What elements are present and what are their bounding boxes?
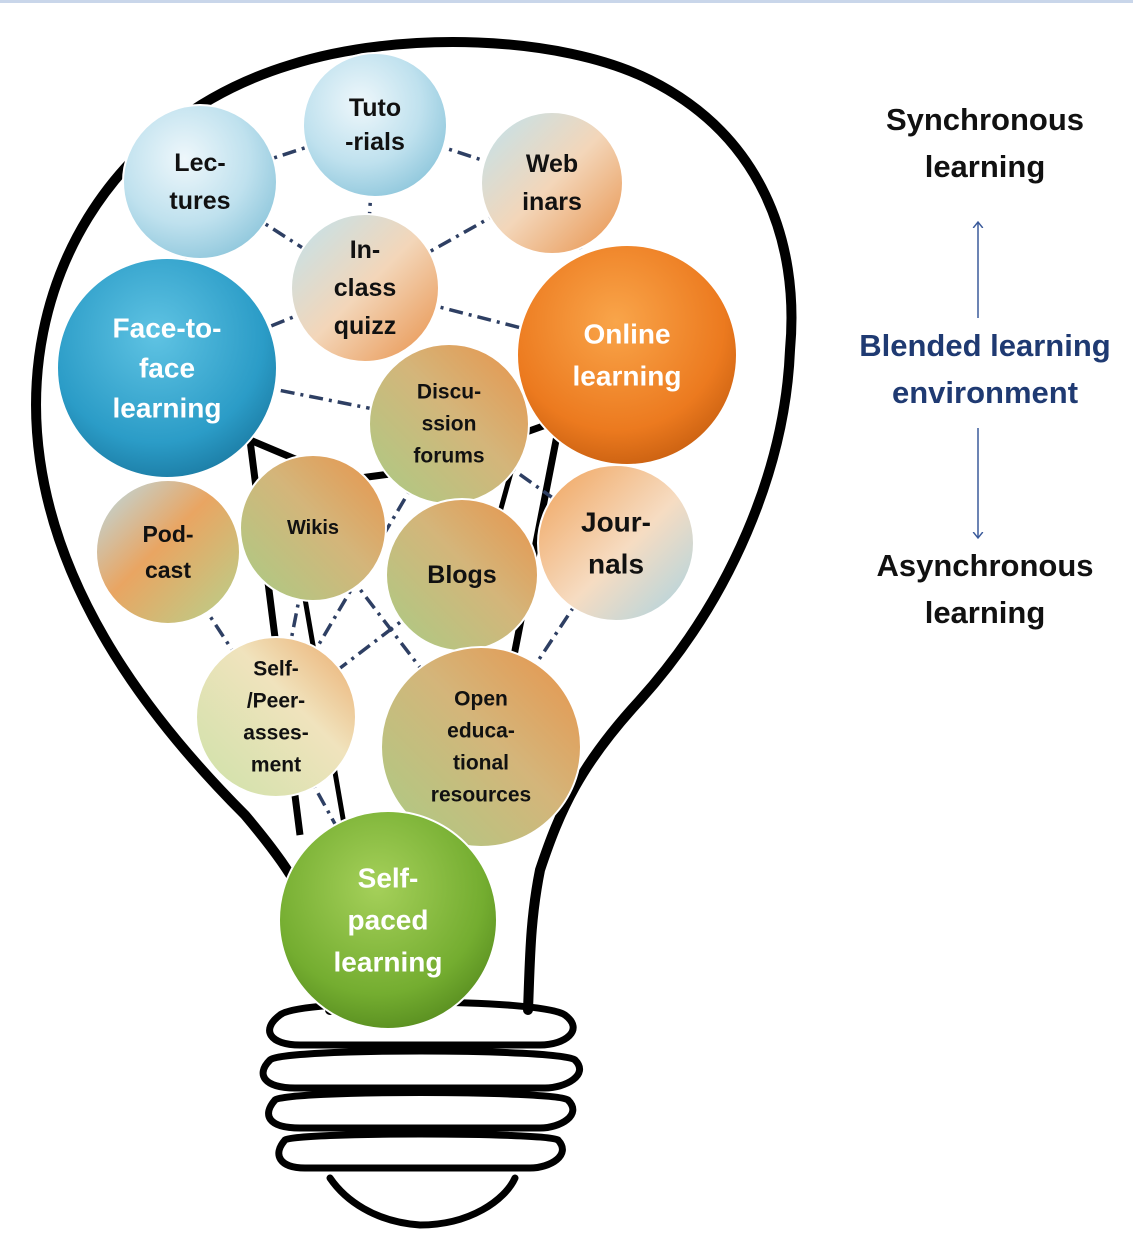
bulb-glass-outline xyxy=(31,37,797,1015)
node-label-wikis-0: Wikis xyxy=(287,517,339,539)
synchronous-line-1: Synchronous xyxy=(885,102,1085,137)
top-border-line xyxy=(0,0,1133,3)
learning-nodes: Tuto-rialsLec-turesWebinarsIn-classquizz… xyxy=(56,52,738,1030)
node-inclass: In-class quizz xyxy=(290,213,440,363)
asynchronous-learning-label: Asynchronous learning xyxy=(860,542,1110,636)
node-label-blogs-0: Blogs xyxy=(427,561,496,589)
node-label-f2f-2: learning xyxy=(113,393,222,424)
node-lectures: Lec-tures xyxy=(122,104,278,260)
node-circle-selfpeer xyxy=(195,636,357,798)
node-label-lectures-1: tures xyxy=(169,187,230,215)
node-journals: Jour-nals xyxy=(537,464,695,622)
node-label-selfpeer-2: asses- xyxy=(243,722,308,745)
node-online: Online learning xyxy=(516,244,738,466)
node-label-journals-1: nals xyxy=(588,549,644,580)
node-selfpeer: Self- /Peer-asses-ment xyxy=(195,636,357,798)
node-circle-lectures xyxy=(122,104,278,260)
node-label-online-0: Online xyxy=(583,319,670,350)
synchronous-learning-label: Synchronous learning xyxy=(860,96,1110,190)
blended-line-1: Blended learning xyxy=(859,328,1111,363)
node-label-selfpeer-1: /Peer- xyxy=(247,690,305,713)
node-label-f2f-1: face xyxy=(139,353,195,384)
node-label-inclass-2: quizz xyxy=(334,312,397,340)
blended-line-2: environment xyxy=(891,375,1079,410)
node-circle-webinars xyxy=(480,111,624,255)
node-wikis: Wikis xyxy=(239,454,387,602)
node-label-podcast-1: cast xyxy=(145,557,191,583)
node-label-selfpaced-1: paced xyxy=(348,905,429,936)
node-label-forums-0: Discu- xyxy=(417,381,481,404)
node-podcast: Pod-cast xyxy=(95,479,241,625)
node-forums: Discu-ssion forums xyxy=(368,343,530,505)
node-circle-wikis xyxy=(239,454,387,602)
node-label-forums-2: forums xyxy=(413,445,484,468)
node-tutorials: Tuto -rials xyxy=(302,52,448,198)
node-circle-tutorials xyxy=(302,52,448,198)
node-label-tutorials-0: Tuto xyxy=(349,94,401,122)
bulb-screw-base xyxy=(259,998,583,1229)
node-circle-podcast xyxy=(95,479,241,625)
node-label-journals-0: Jour- xyxy=(581,507,651,538)
node-label-f2f-0: Face-to- xyxy=(113,313,222,344)
node-selfpaced: Self-paced learning xyxy=(278,810,498,1030)
node-label-webinars-1: inars xyxy=(522,188,582,216)
node-circle-journals xyxy=(537,464,695,622)
node-label-oer-2: tional xyxy=(453,752,509,775)
node-label-forums-1: ssion xyxy=(422,413,477,436)
node-label-selfpaced-2: learning xyxy=(334,947,443,978)
node-circle-selfpaced xyxy=(278,810,498,1030)
node-label-tutorials-1: -rials xyxy=(345,128,405,156)
node-label-selfpeer-3: ment xyxy=(251,754,301,777)
connector-wikis-oer xyxy=(311,526,483,749)
node-label-oer-3: resources xyxy=(431,784,531,807)
asynchronous-line-2: learning xyxy=(924,595,1046,630)
node-blogs: Blogs xyxy=(385,498,539,652)
blended-learning-label: Blended learning environment xyxy=(835,322,1133,416)
node-label-selfpeer-0: Self- xyxy=(253,658,299,681)
node-circle-online xyxy=(516,244,738,466)
node-f2f: Face-to-face learning xyxy=(56,257,278,479)
node-label-inclass-0: In- xyxy=(350,236,381,264)
node-webinars: Web inars xyxy=(480,111,624,255)
node-circle-inclass xyxy=(290,213,440,363)
node-label-lectures-0: Lec- xyxy=(174,149,225,177)
node-circle-oer xyxy=(380,646,582,848)
node-oer: Open educa-tional resources xyxy=(380,646,582,848)
node-label-selfpaced-0: Self- xyxy=(358,863,419,894)
node-label-oer-1: educa- xyxy=(447,720,515,743)
node-label-podcast-0: Pod- xyxy=(142,521,193,547)
node-label-inclass-1: class xyxy=(334,274,397,302)
node-circle-f2f xyxy=(56,257,278,479)
asynchronous-line-1: Asynchronous xyxy=(876,548,1094,583)
node-label-oer-0: Open xyxy=(454,688,508,711)
node-label-webinars-0: Web xyxy=(526,150,578,178)
node-label-online-1: learning xyxy=(573,361,682,392)
synchronous-line-2: learning xyxy=(924,149,1046,184)
